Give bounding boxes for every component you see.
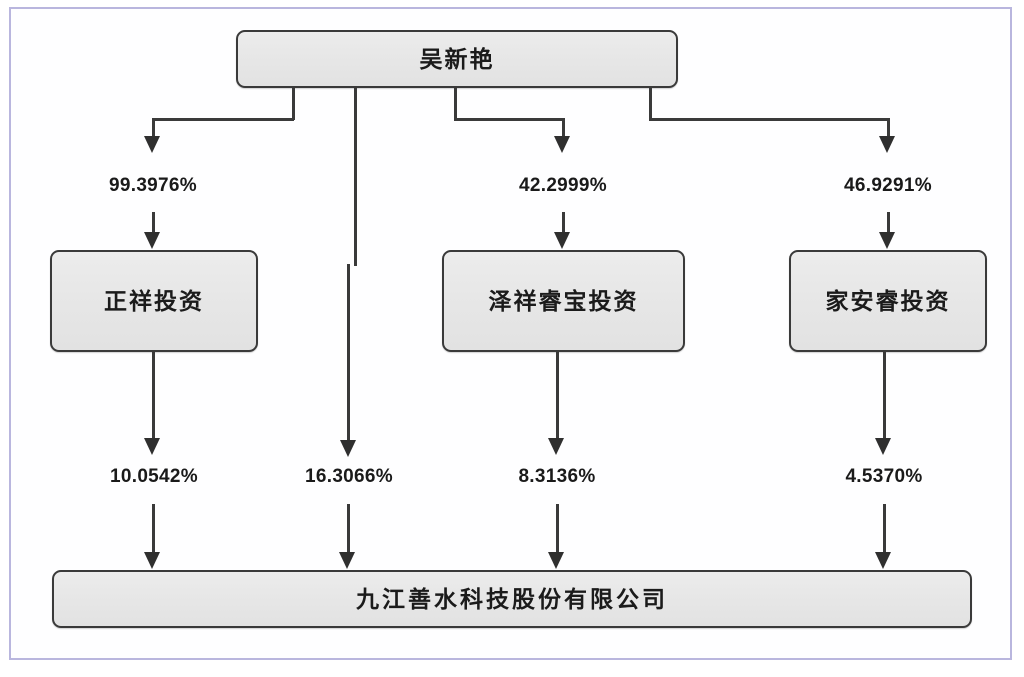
pct-jiananrui-to-company: 4.5370% bbox=[845, 466, 923, 487]
node-wu-xinyan-label: 吴新艳 bbox=[419, 45, 495, 72]
connector-d-stub bbox=[649, 88, 652, 120]
node-jiujiang-shanshui[interactable]: 九江善水科技股份有限公司 bbox=[52, 570, 972, 628]
arrow-into-zexiangruibao bbox=[554, 232, 570, 249]
connector-c-horizontal bbox=[454, 118, 564, 121]
connector-into-zexiangruibao bbox=[562, 212, 565, 234]
connector-into-jiananrui bbox=[887, 212, 890, 234]
arrow-into-jiananrui bbox=[879, 232, 895, 249]
connector-zhengxiang-to-company bbox=[152, 504, 155, 554]
arrow-to-pct-zexiangruibao-company bbox=[548, 438, 564, 455]
connector-d-drop bbox=[887, 118, 890, 140]
arrow-into-zhengxiang bbox=[144, 232, 160, 249]
arrow-into-company-3 bbox=[548, 552, 564, 569]
arrow-to-pct-zhengxiang bbox=[144, 136, 160, 153]
pct-zhengxiang: 99.3976% bbox=[109, 175, 197, 196]
arrow-to-pct-zexiangruibao bbox=[554, 136, 570, 153]
connector-into-zhengxiang bbox=[152, 212, 155, 234]
pct-zhengxiang-to-company: 10.0542% bbox=[110, 466, 198, 487]
node-jiananrui[interactable]: 家安睿投资 bbox=[789, 250, 987, 352]
connector-zhengxiang-down bbox=[152, 352, 155, 440]
connector-a-stub bbox=[292, 88, 295, 120]
node-jiananrui-label: 家安睿投资 bbox=[825, 287, 951, 314]
arrow-into-company-4 bbox=[875, 552, 891, 569]
connector-jiananrui-to-company bbox=[883, 504, 886, 554]
node-jiujiang-shanshui-label: 九江善水科技股份有限公司 bbox=[356, 585, 668, 612]
connector-zexiangruibao-to-company bbox=[556, 504, 559, 554]
node-wu-xinyan[interactable]: 吴新艳 bbox=[236, 30, 678, 88]
connector-direct-lower bbox=[347, 264, 350, 450]
connector-a-horizontal bbox=[152, 118, 294, 121]
connector-c-stub bbox=[454, 88, 457, 120]
arrow-to-pct-jiananrui bbox=[879, 136, 895, 153]
arrow-to-pct-jiananrui-company bbox=[875, 438, 891, 455]
connector-jiananrui-down bbox=[883, 352, 886, 440]
connector-direct-to-company bbox=[347, 504, 350, 554]
pct-zexiangruibao-to-company: 8.3136% bbox=[518, 466, 596, 487]
connector-zexiangruibao-down bbox=[556, 352, 559, 440]
pct-direct-to-company: 16.3066% bbox=[305, 466, 393, 487]
node-zhengxiang-label: 正祥投资 bbox=[104, 287, 204, 314]
arrow-into-company-1 bbox=[144, 552, 160, 569]
connector-direct-upper bbox=[354, 88, 357, 266]
pct-jiananrui: 46.9291% bbox=[844, 175, 932, 196]
arrow-into-company-2 bbox=[339, 552, 355, 569]
node-zexiangruibao[interactable]: 泽祥睿宝投资 bbox=[442, 250, 685, 352]
connector-a-drop bbox=[152, 118, 155, 140]
pct-zexiangruibao: 42.2999% bbox=[519, 175, 607, 196]
arrow-to-pct-direct bbox=[340, 440, 356, 457]
arrow-to-pct-zhengxiang-company bbox=[144, 438, 160, 455]
node-zhengxiang[interactable]: 正祥投资 bbox=[50, 250, 258, 352]
node-zexiangruibao-label: 泽祥睿宝投资 bbox=[488, 287, 639, 314]
connector-d-horizontal bbox=[649, 118, 889, 121]
connector-c-drop bbox=[562, 118, 565, 140]
